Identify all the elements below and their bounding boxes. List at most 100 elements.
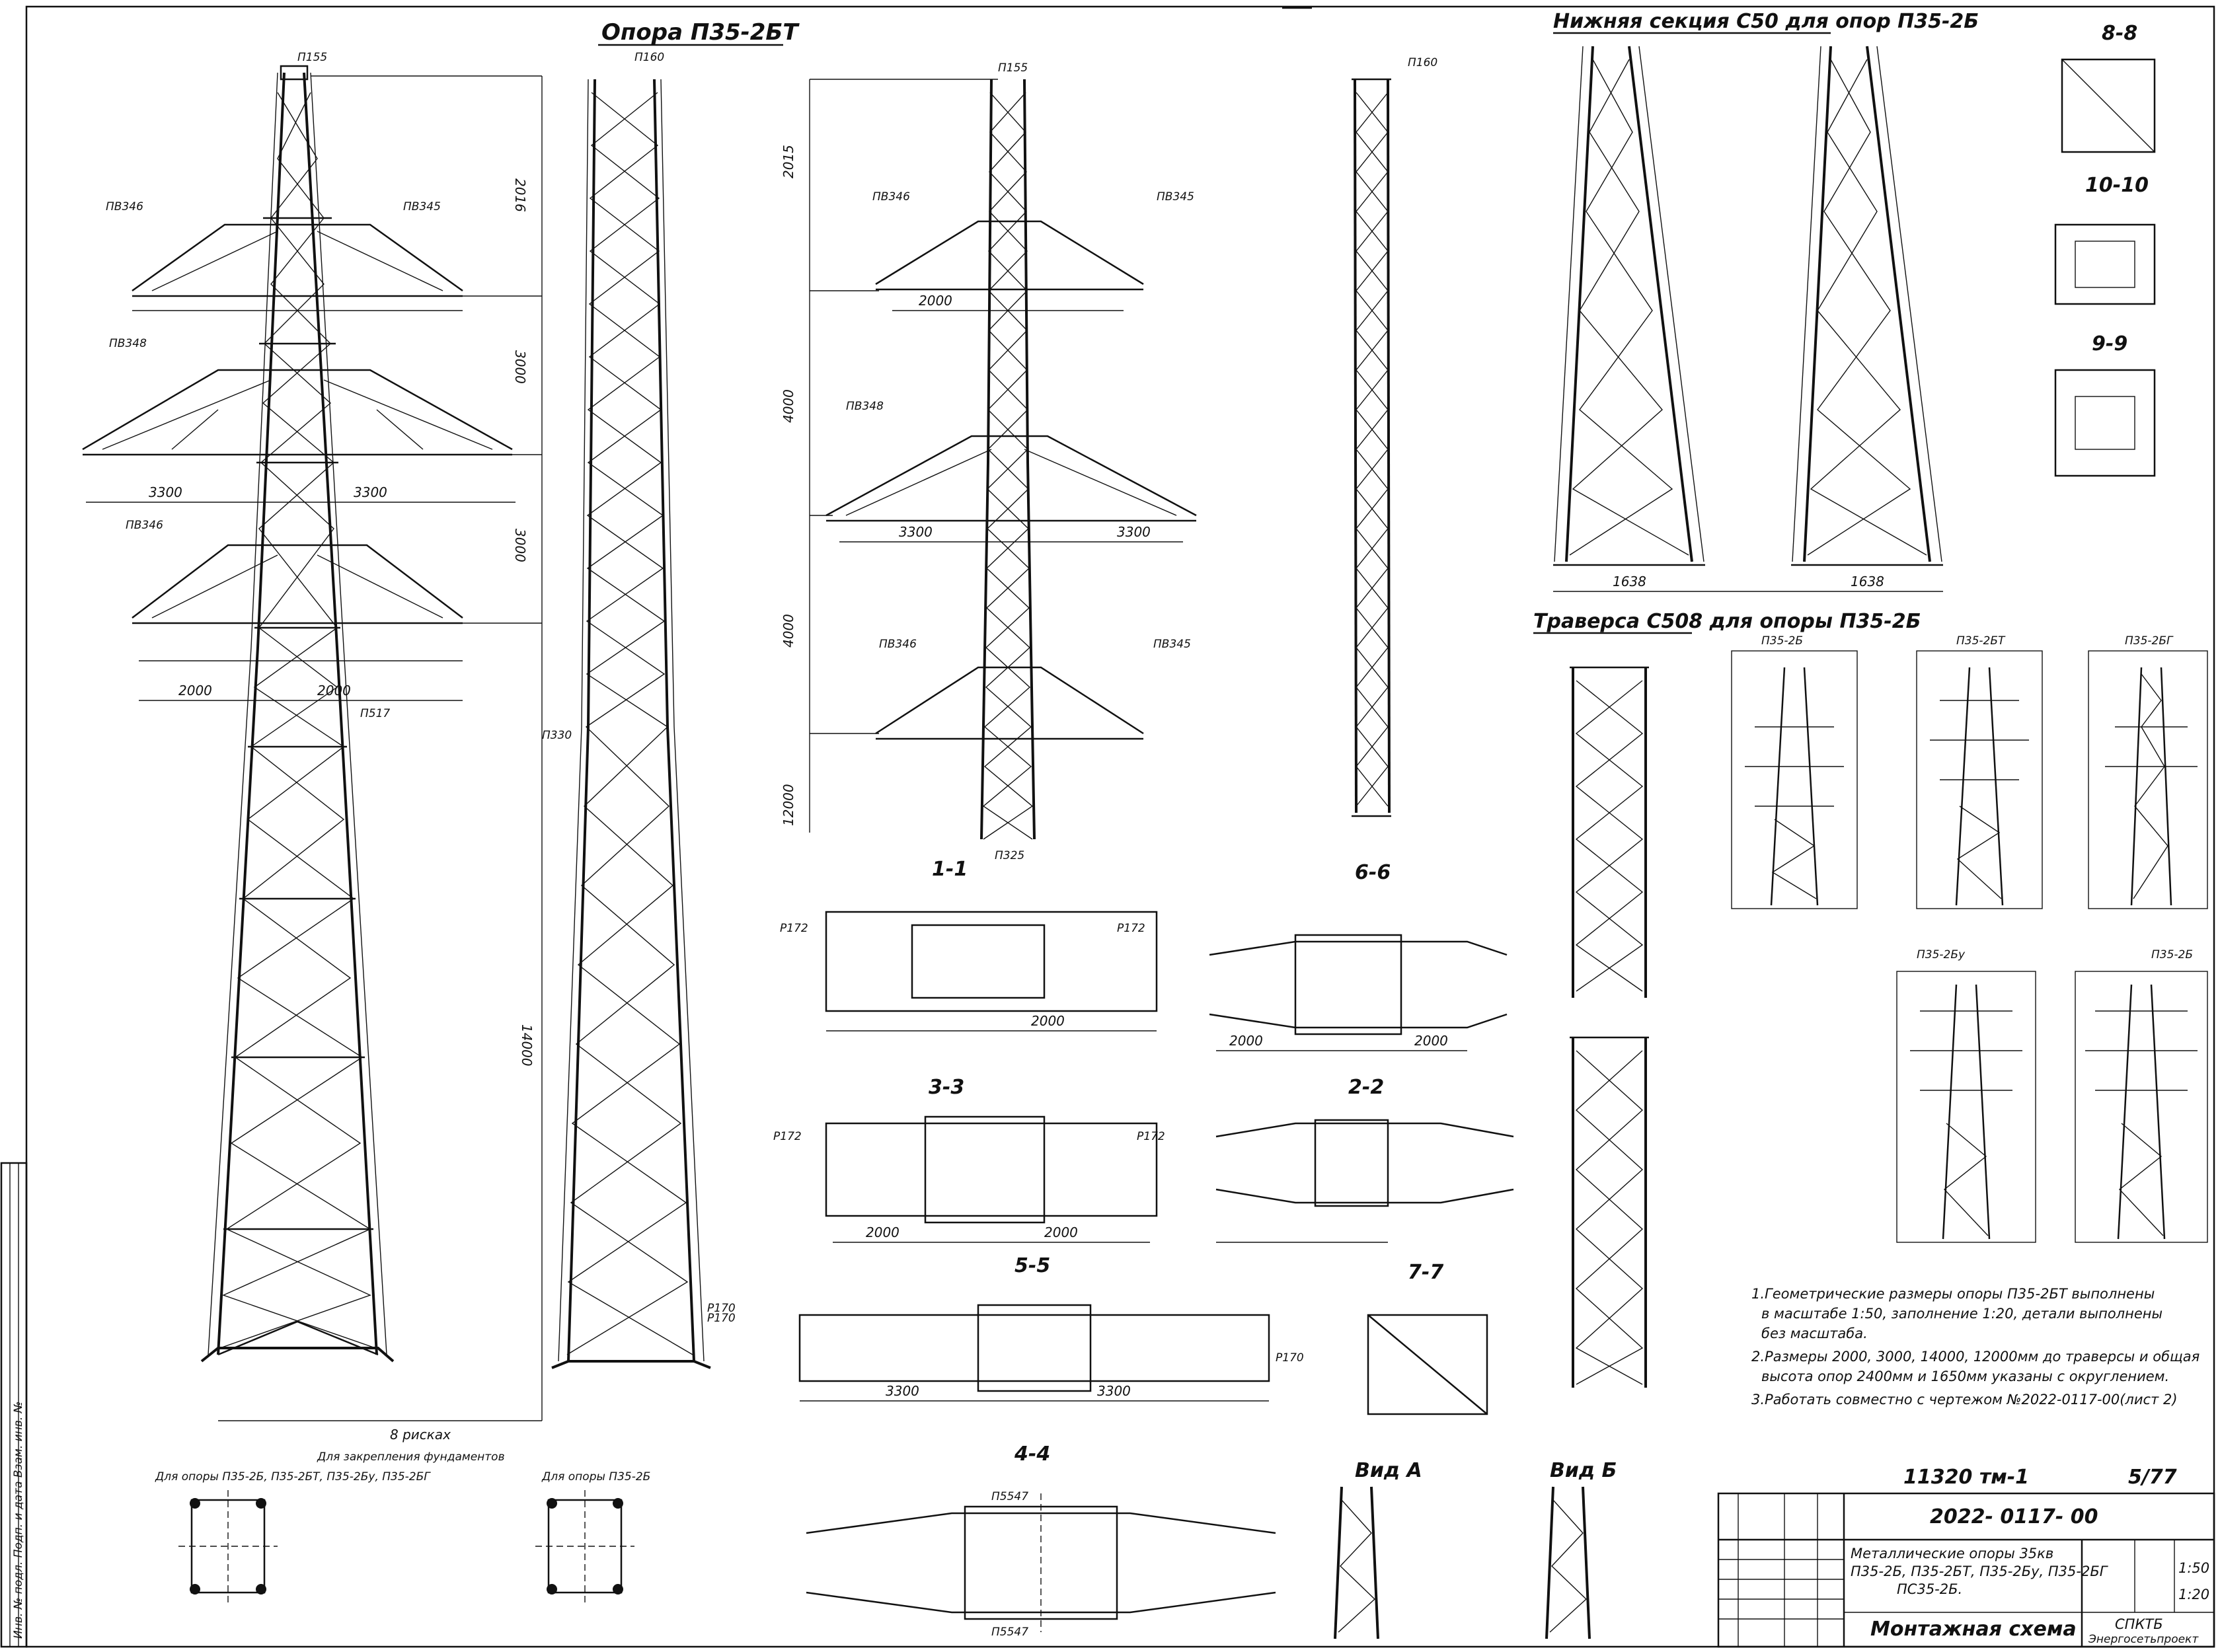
- section-1-1: 1-1: [932, 858, 968, 881]
- stamp-scale-2: 1:20: [2178, 1587, 2209, 1602]
- dim-1638-a: 1638: [1613, 574, 1646, 589]
- section-2-2: 2-2: [1348, 1076, 1384, 1099]
- dim-3300-left: 3300: [149, 484, 182, 500]
- dim-3300-right: 3300: [354, 484, 387, 500]
- section-9-9: 9-9: [2092, 332, 2127, 356]
- mark-pv346-b: ПВ346: [126, 519, 163, 532]
- thumb-3: П35-2БГ: [2088, 634, 2208, 909]
- section-3-3: 3-3: [929, 1076, 964, 1099]
- dim-2000-s66b: 2000: [1414, 1033, 1448, 1049]
- tower-narrow-6-6: П160 6-6: [1352, 56, 1437, 884]
- dim-base: 8 рисках: [390, 1427, 451, 1443]
- section-10-10: 10-10: [2085, 174, 2149, 197]
- dim-2000-right: 2000: [317, 683, 351, 698]
- mark-p170-a: Р170: [707, 1302, 736, 1315]
- dim-3000-lower: 3000: [512, 529, 528, 562]
- mark-p547-b: П5547: [991, 1626, 1028, 1639]
- thumb-5: П35-2Б: [2075, 948, 2208, 1243]
- mark-pv346-a: ПВ346: [106, 200, 143, 213]
- main-tower-side: Опора П35-2БТ П330 Р170 П160: [542, 19, 800, 1369]
- foundation-title: Для закрепления фундаментов: [317, 1450, 505, 1464]
- mark-p155-a: П155: [297, 51, 327, 64]
- dim-2016: 2016: [512, 178, 528, 212]
- section-5-5: 5-5: [1014, 1254, 1050, 1277]
- stamp-desc-3: ПС35-2Б.: [1897, 1581, 1962, 1597]
- mark-p160-a: П160: [634, 51, 664, 64]
- dim-14000: 14000: [519, 1024, 535, 1067]
- foundation-a-title: Для опоры П35-2Б, П35-2БТ, П35-2Бу, П35-…: [155, 1470, 431, 1483]
- main-title: Опора П35-2БТ: [601, 19, 800, 46]
- stamp-org-1: СПКТБ: [2115, 1616, 2163, 1632]
- note-2b: высота опор 2400мм и 1650мм указаны с ок…: [1761, 1369, 2169, 1384]
- side-strip-text: Инв. № подл. Подп. и дата Взам. инв. №: [12, 1402, 25, 1639]
- dim-12000: 12000: [781, 784, 796, 826]
- stamp-desc-4: Монтажная схема: [1870, 1618, 2077, 1641]
- dim-2000-s66a: 2000: [1229, 1033, 1263, 1049]
- thumb-4: П35-2Бу: [1896, 948, 2036, 1243]
- section-6-6: 6-6: [1355, 861, 1391, 884]
- dim-4000-upper: 4000: [781, 389, 796, 423]
- mark-p172-b: Р172: [1117, 922, 1145, 935]
- thumb-5-label: П35-2Б: [2151, 948, 2193, 961]
- thumb-2: П35-2БТ: [1916, 634, 2043, 909]
- mark-pv348-c: ПВ348: [846, 400, 884, 413]
- dim-2000-left: 2000: [178, 683, 212, 698]
- section-4-4: 4-4: [1014, 1443, 1050, 1466]
- dim-2000-s11: 2000: [1031, 1013, 1065, 1029]
- note-1: 1.Геометрические размеры опоры П35-2БТ в…: [1751, 1286, 2155, 1302]
- dim-3300-v-left: 3300: [899, 524, 933, 540]
- mark-p170-b: Р170: [707, 1312, 736, 1325]
- dim-2000-s33: 2000: [866, 1224, 899, 1240]
- mark-p517: П517: [360, 707, 390, 720]
- section-plans-right: 2000 2000 2-2 7-7: [1209, 934, 1514, 1415]
- notes-block: 1.Геометрические размеры опоры П35-2БТ в…: [1751, 1286, 2200, 1408]
- mark-p155-b: П155: [998, 61, 1028, 75]
- note-3: 3.Работать совместно с чертежом №2022-01…: [1751, 1392, 2178, 1408]
- note-1c: без масштаба.: [1761, 1326, 1868, 1341]
- stamp-desc-1: Металлические опоры 35кв: [1851, 1546, 2053, 1561]
- mark-pv345-d: ПВ345: [1153, 638, 1191, 651]
- dim-2000-s33b: 2000: [1044, 1224, 1078, 1240]
- thumb-1-label: П35-2Б: [1761, 634, 1803, 648]
- vid-b-title: Вид Б: [1550, 1459, 1617, 1482]
- mark-p170-c: Р170: [1276, 1351, 1304, 1365]
- stamp-desc-2: П35-2Б, П35-2БТ, П35-2Бу, П35-2БГ: [1851, 1563, 2109, 1579]
- thumb-1: П35-2Б: [1731, 634, 1858, 909]
- mark-pv345-a: ПВ345: [403, 200, 441, 213]
- title-block: 11320 тм-1 5/77 2022- 0117- 00 Металличе…: [1717, 1466, 2215, 1648]
- dim-2000-v: 2000: [919, 293, 952, 309]
- section-7-7: 7-7: [1408, 1261, 1443, 1284]
- stamp-scale-1: 1:50: [2178, 1560, 2209, 1576]
- stamp-inv: 11320 тм-1: [1903, 1466, 2029, 1489]
- mark-pv348-a: ПВ348: [109, 337, 147, 350]
- thumb-2-label: П35-2БТ: [1956, 634, 2006, 648]
- mark-p160-b: П160: [1408, 56, 1437, 69]
- note-2: 2.Размеры 2000, 3000, 14000, 12000мм до …: [1751, 1349, 2200, 1365]
- mark-pv346-c: ПВ346: [872, 190, 910, 204]
- stamp-org-2: Энергосетьпроект: [2088, 1633, 2199, 1646]
- mark-p172-d: Р172: [1137, 1130, 1165, 1143]
- stamp-sheet-num: 5/77: [2128, 1466, 2177, 1489]
- mark-pv345-c: ПВ345: [1157, 190, 1194, 204]
- tower-thumbnails: П35-2Б П35-2БТ П35-2БГ: [1731, 634, 2208, 1243]
- lower-section-title: Нижняя секция С50 для опор П35-2Б: [1553, 10, 1979, 33]
- dim-3300-s55b: 3300: [1097, 1383, 1131, 1399]
- crossarm-title: Траверса С508 для опоры П35-2Б: [1533, 610, 1921, 633]
- side-strip: Инв. № подл. Подп. и дата Взам. инв. №: [0, 1162, 28, 1648]
- dim-3300-s55a: 3300: [886, 1383, 919, 1399]
- mark-p547-a: П5547: [991, 1490, 1028, 1503]
- mark-p172-a: Р172: [780, 922, 808, 935]
- mark-pv346-d: ПВ346: [879, 638, 917, 651]
- lower-section-towers: Нижняя секция С50 для опор П35-2Б 1638 1…: [1553, 10, 2156, 592]
- section-plans-left: 1-1 2000 Р172 Р172 3-3 2000 2000 Р172 Р1…: [707, 858, 1304, 1639]
- thumb-3-label: П35-2БГ: [2125, 634, 2174, 648]
- foundation-plans: Для закрепления фундаментов Для опоры П3…: [155, 1450, 650, 1606]
- stamp-doc-code: 2022- 0117- 00: [1930, 1505, 2098, 1528]
- sheet-frame: [25, 5, 2215, 1648]
- mark-p330: П330: [542, 729, 572, 742]
- vid-a-title: Вид А: [1355, 1459, 1422, 1482]
- mark-p172-c: Р172: [773, 1130, 802, 1143]
- tower-variant-front: 2015 4000 4000 12000 3300 3300 2000 ПВ34…: [781, 61, 1197, 862]
- dim-2015: 2015: [781, 145, 796, 178]
